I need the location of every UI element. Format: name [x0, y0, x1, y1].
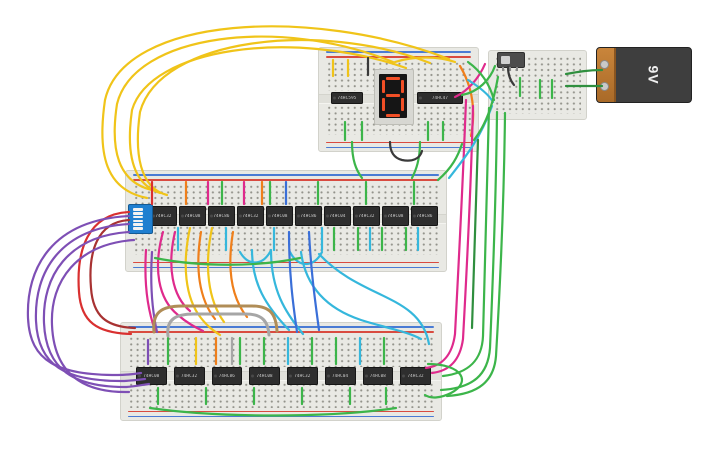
- ic-chip-label: 74HC32: [358, 213, 375, 218]
- ic-chip-label: 74HC32: [294, 373, 311, 378]
- ic-chip-label: 74HC47: [431, 95, 449, 100]
- ic-chip-label: 74HC08: [271, 213, 288, 218]
- dip-toggle-5[interactable]: [133, 223, 143, 226]
- ic-chip-label: 74HC86: [218, 373, 236, 378]
- power-rail-positive: [133, 261, 439, 263]
- ic-chip-label: 74HC86: [300, 213, 317, 218]
- power-rail-negative: [128, 326, 434, 328]
- power-rail-positive: [133, 179, 439, 181]
- ic-chip[interactable]: 74HC47: [417, 92, 463, 104]
- segment-c: [401, 98, 404, 111]
- ic-chip-label: 74HC86: [416, 213, 433, 218]
- power-rail-positive: [128, 331, 434, 333]
- dip-toggle-4[interactable]: [133, 219, 143, 223]
- hole-grid[interactable]: [133, 225, 439, 255]
- battery-label: 9V: [645, 65, 662, 85]
- ic-chip-label: 74HC32: [242, 213, 259, 218]
- dip-toggle-3[interactable]: [133, 215, 143, 219]
- dip-toggle-1[interactable]: [133, 208, 143, 211]
- ic-chip-label: 74HC08: [143, 373, 160, 378]
- wire-green[interactable]: [445, 111, 507, 398]
- ic-chip-label: 74HC04: [331, 373, 349, 378]
- ic-chip[interactable]: 74HC86: [208, 206, 235, 226]
- hole-grid[interactable]: [128, 336, 434, 367]
- ic-chip-label: 74HC86: [213, 213, 230, 218]
- battery-terminal-band: [597, 48, 616, 102]
- ic-chip-label: 74HC32: [155, 213, 172, 218]
- power-rail-negative: [133, 266, 439, 268]
- segment-g: [386, 94, 400, 97]
- power-rail-negative: [128, 415, 434, 417]
- ic-chip[interactable]: 74HC04: [324, 206, 351, 226]
- ic-chip[interactable]: 74HC08: [382, 206, 409, 226]
- dip-toggle-2[interactable]: [133, 212, 143, 215]
- power-rail-positive: [128, 410, 434, 412]
- ic-chip[interactable]: 74HC32: [237, 206, 264, 226]
- ic-chip-label: 74HC32: [407, 373, 424, 378]
- segment-a: [386, 77, 400, 80]
- battery-negative-terminal[interactable]: [600, 82, 609, 91]
- ic-chip[interactable]: 74HC08: [179, 206, 206, 226]
- dip-toggle-6[interactable]: [133, 227, 143, 230]
- seven-segment-face: [379, 74, 407, 118]
- power-rail-positive: [326, 141, 471, 143]
- ic-chip[interactable]: 74HC86: [211, 367, 243, 385]
- segment-b: [401, 80, 404, 93]
- ic-chip[interactable]: 74HC32: [150, 206, 177, 226]
- ic-chip[interactable]: 74HC08: [266, 206, 293, 226]
- wire-red[interactable]: [77, 210, 133, 336]
- ic-chip[interactable]: 74HC86: [295, 206, 322, 226]
- ic-chip[interactable]: 74HC04: [324, 367, 356, 385]
- ic-chip-label: 74HC08: [184, 213, 201, 218]
- power-rail-negative: [326, 146, 471, 148]
- ic-chip-label: 74HC04: [329, 213, 346, 218]
- dip-switch[interactable]: [128, 204, 153, 234]
- slide-switch-pins: [502, 67, 518, 71]
- center-channel: [121, 371, 441, 381]
- wire-green[interactable]: [439, 110, 499, 392]
- ic-chip-label: 74HC08: [256, 373, 273, 378]
- ic-chip[interactable]: 74HC86: [411, 206, 438, 226]
- ic-row-bottom: 74HC08 74HC32 74HC86 74HC08 74HC32 74HC04 74HC…: [136, 367, 431, 385]
- segment-f: [382, 80, 385, 93]
- seven-segment-display[interactable]: 8: [374, 69, 414, 125]
- battery-9v[interactable]: 9V: [596, 47, 692, 103]
- ic-chip-label: 74HC595: [337, 95, 357, 100]
- ic-chip[interactable]: 74HC32: [353, 206, 380, 226]
- power-rail-negative: [133, 174, 439, 176]
- slide-switch[interactable]: [497, 52, 525, 71]
- ic-row-middle: 74HC32 74HC08 74HC86 74HC32 74HC08 74HC86 74HC…: [150, 206, 438, 226]
- ic-chip-label: 74HC08: [387, 213, 404, 218]
- ic-row-top-right: 74HC47: [417, 92, 463, 104]
- ic-chip[interactable]: 74HC08: [362, 367, 394, 385]
- power-rail-positive: [326, 56, 471, 58]
- ic-chip-label: 74HC32: [180, 373, 198, 378]
- segment-e: [382, 98, 385, 111]
- ic-chip[interactable]: 74HC32: [287, 367, 318, 385]
- ic-chip[interactable]: 74HC32: [400, 367, 431, 385]
- slide-switch-knob[interactable]: [501, 56, 510, 64]
- ic-row-top-left: 74HC595: [331, 92, 363, 104]
- wire-darkgreen[interactable]: [470, 138, 480, 330]
- ic-chip[interactable]: 74HC595: [331, 92, 363, 104]
- ic-chip-label: 74HC08: [369, 373, 387, 378]
- ic-chip[interactable]: 74HC08: [136, 367, 167, 385]
- ic-chip[interactable]: 74HC32: [173, 367, 205, 385]
- hole-grid[interactable]: [128, 382, 434, 408]
- ic-chip[interactable]: 74HC08: [249, 367, 280, 385]
- power-rail-negative: [326, 51, 471, 53]
- battery-positive-terminal[interactable]: [600, 60, 609, 69]
- segment-d: [386, 114, 400, 117]
